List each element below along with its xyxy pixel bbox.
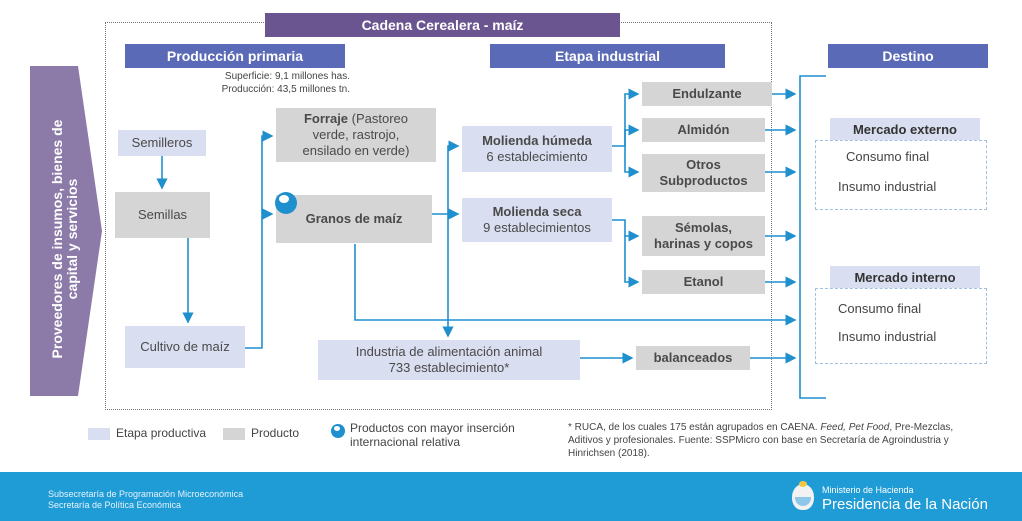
mercado-interno-box: Consumo final Insumo industrial <box>815 288 987 364</box>
otros-line1: Otros <box>686 157 721 172</box>
proveedores-label: Proveedores de insumos, bienes de capita… <box>49 119 80 359</box>
molienda-humeda-sub: 6 establecimiento <box>486 149 588 164</box>
stat-superficie: Superficie: 9,1 millones has. <box>224 71 350 82</box>
mercado-interno-title: Mercado interno <box>830 266 980 288</box>
primaria-stats: Superficie: 9,1 millones has. Producción… <box>180 70 350 96</box>
node-otros-subproductos: Otros Subproductos <box>642 154 765 192</box>
header-etapa-industrial: Etapa industrial <box>490 44 725 68</box>
legend-insercion-line2: internacional relativa <box>350 435 461 449</box>
footer-left-line2: Secretaría de Política Económica <box>48 500 182 510</box>
arrow-mh-almidon <box>624 124 640 146</box>
arrow-granos-destino <box>354 244 797 326</box>
forraje-rest-1: (Pastoreo <box>348 111 409 126</box>
node-endulzante: Endulzante <box>642 82 772 106</box>
footer-right-text: Ministerio de Hacienda Presidencia de la… <box>822 485 988 513</box>
interno-insumo-industrial: Insumo industrial <box>838 329 937 344</box>
node-semolas: Sémolas, harinas y copos <box>642 216 765 256</box>
proveedores-arrow <box>30 66 102 396</box>
footnote-line3: Hinrichsen (2018). <box>568 448 650 459</box>
externo-consumo-final: Consumo final <box>846 149 930 164</box>
legend-swatch-etapa <box>88 428 110 440</box>
node-semillas: Semillas <box>115 192 210 238</box>
node-semilleros: Semilleros <box>118 130 206 156</box>
arrow-mh-endulzante <box>612 88 640 147</box>
industria-line2: 733 establecimiento* <box>388 360 510 375</box>
node-etanol: Etanol <box>642 270 765 294</box>
chain-title: Cadena Cerealera - maíz <box>265 13 620 37</box>
arrow-ms-etanol <box>624 236 640 288</box>
legend-insercion-icon <box>331 424 345 438</box>
legend-label-insercion: Productos con mayor inserción internacio… <box>350 421 515 449</box>
node-industria-alimentacion: Industria de alimentación animal 733 est… <box>318 340 580 380</box>
legend-label-producto: Producto <box>251 426 300 440</box>
mercado-externo-title: Mercado externo <box>830 118 980 140</box>
node-molienda-seca: Molienda seca 9 establecimientos <box>462 198 612 242</box>
stat-produccion: Producción: 43,5 millones tn. <box>221 84 350 95</box>
mercado-externo-box: Consumo final Insumo industrial <box>815 140 987 210</box>
destino-bracket <box>799 75 826 399</box>
node-balanceados: balanceados <box>636 346 750 370</box>
footer-bar <box>0 472 1022 521</box>
interno-consumo-final: Consumo final <box>838 301 922 316</box>
industria-line1: Industria de alimentación animal <box>355 344 543 359</box>
footnote: * RUCA, de los cuales 175 están agrupado… <box>568 421 1013 460</box>
header-produccion-primaria: Producción primaria <box>125 44 345 68</box>
argentina-emblem-icon <box>792 481 814 510</box>
semolas-line1: Sémolas, <box>674 220 733 235</box>
legend-swatch-producto <box>223 428 245 440</box>
legend-label-etapa: Etapa productiva <box>116 426 207 440</box>
arrow-mh-otros <box>624 146 640 178</box>
granos-label: Granos de maíz <box>305 211 403 226</box>
node-granos: Granos de maíz <box>276 195 432 243</box>
arrow-cultivo-forraje <box>261 130 274 214</box>
footer-left-line1: Subsecretaría de Programación Microeconó… <box>48 489 244 499</box>
footer-right-line2: Presidencia de la Nación <box>822 496 988 513</box>
footer-right-line1: Ministerio de Hacienda <box>822 485 914 495</box>
footnote-line2: Aditivos y profesionales. Fuente: SSPMic… <box>568 435 949 446</box>
molienda-seca-sub: 9 establecimientos <box>483 220 591 235</box>
node-cultivo: Cultivo de maíz <box>125 326 245 368</box>
footnote-line1: * RUCA, de los cuales 175 están agrupado… <box>568 422 954 433</box>
molienda-seca-title: Molienda seca <box>492 204 582 219</box>
legend-insercion-line1: Productos con mayor inserción <box>350 421 515 435</box>
insercion-marker-icon <box>275 192 297 214</box>
otros-line2: Subproductos <box>659 173 748 188</box>
molienda-humeda-title: Molienda húmeda <box>482 133 592 148</box>
arrow-granos-molienda-humeda <box>432 140 460 215</box>
footer-left-text: Subsecretaría de Programación Microeconó… <box>48 489 243 511</box>
forraje-rest-3: ensilado en verde) <box>302 143 410 158</box>
node-molienda-humeda: Molienda húmeda 6 establecimiento <box>462 126 612 172</box>
node-forraje: Forraje (Pastoreo verde, rastrojo, ensil… <box>276 108 436 162</box>
forraje-rest-2: verde, rastrojo, <box>312 127 400 142</box>
externo-insumo-industrial: Insumo industrial <box>838 179 937 194</box>
arrow-ms-semolas <box>612 219 640 242</box>
forraje-bold: Forraje <box>303 111 349 126</box>
node-almidon: Almidón <box>642 118 765 142</box>
arrow-cultivo-granos <box>245 208 274 349</box>
header-destino: Destino <box>828 44 988 68</box>
semolas-line2: harinas y copos <box>654 236 753 251</box>
